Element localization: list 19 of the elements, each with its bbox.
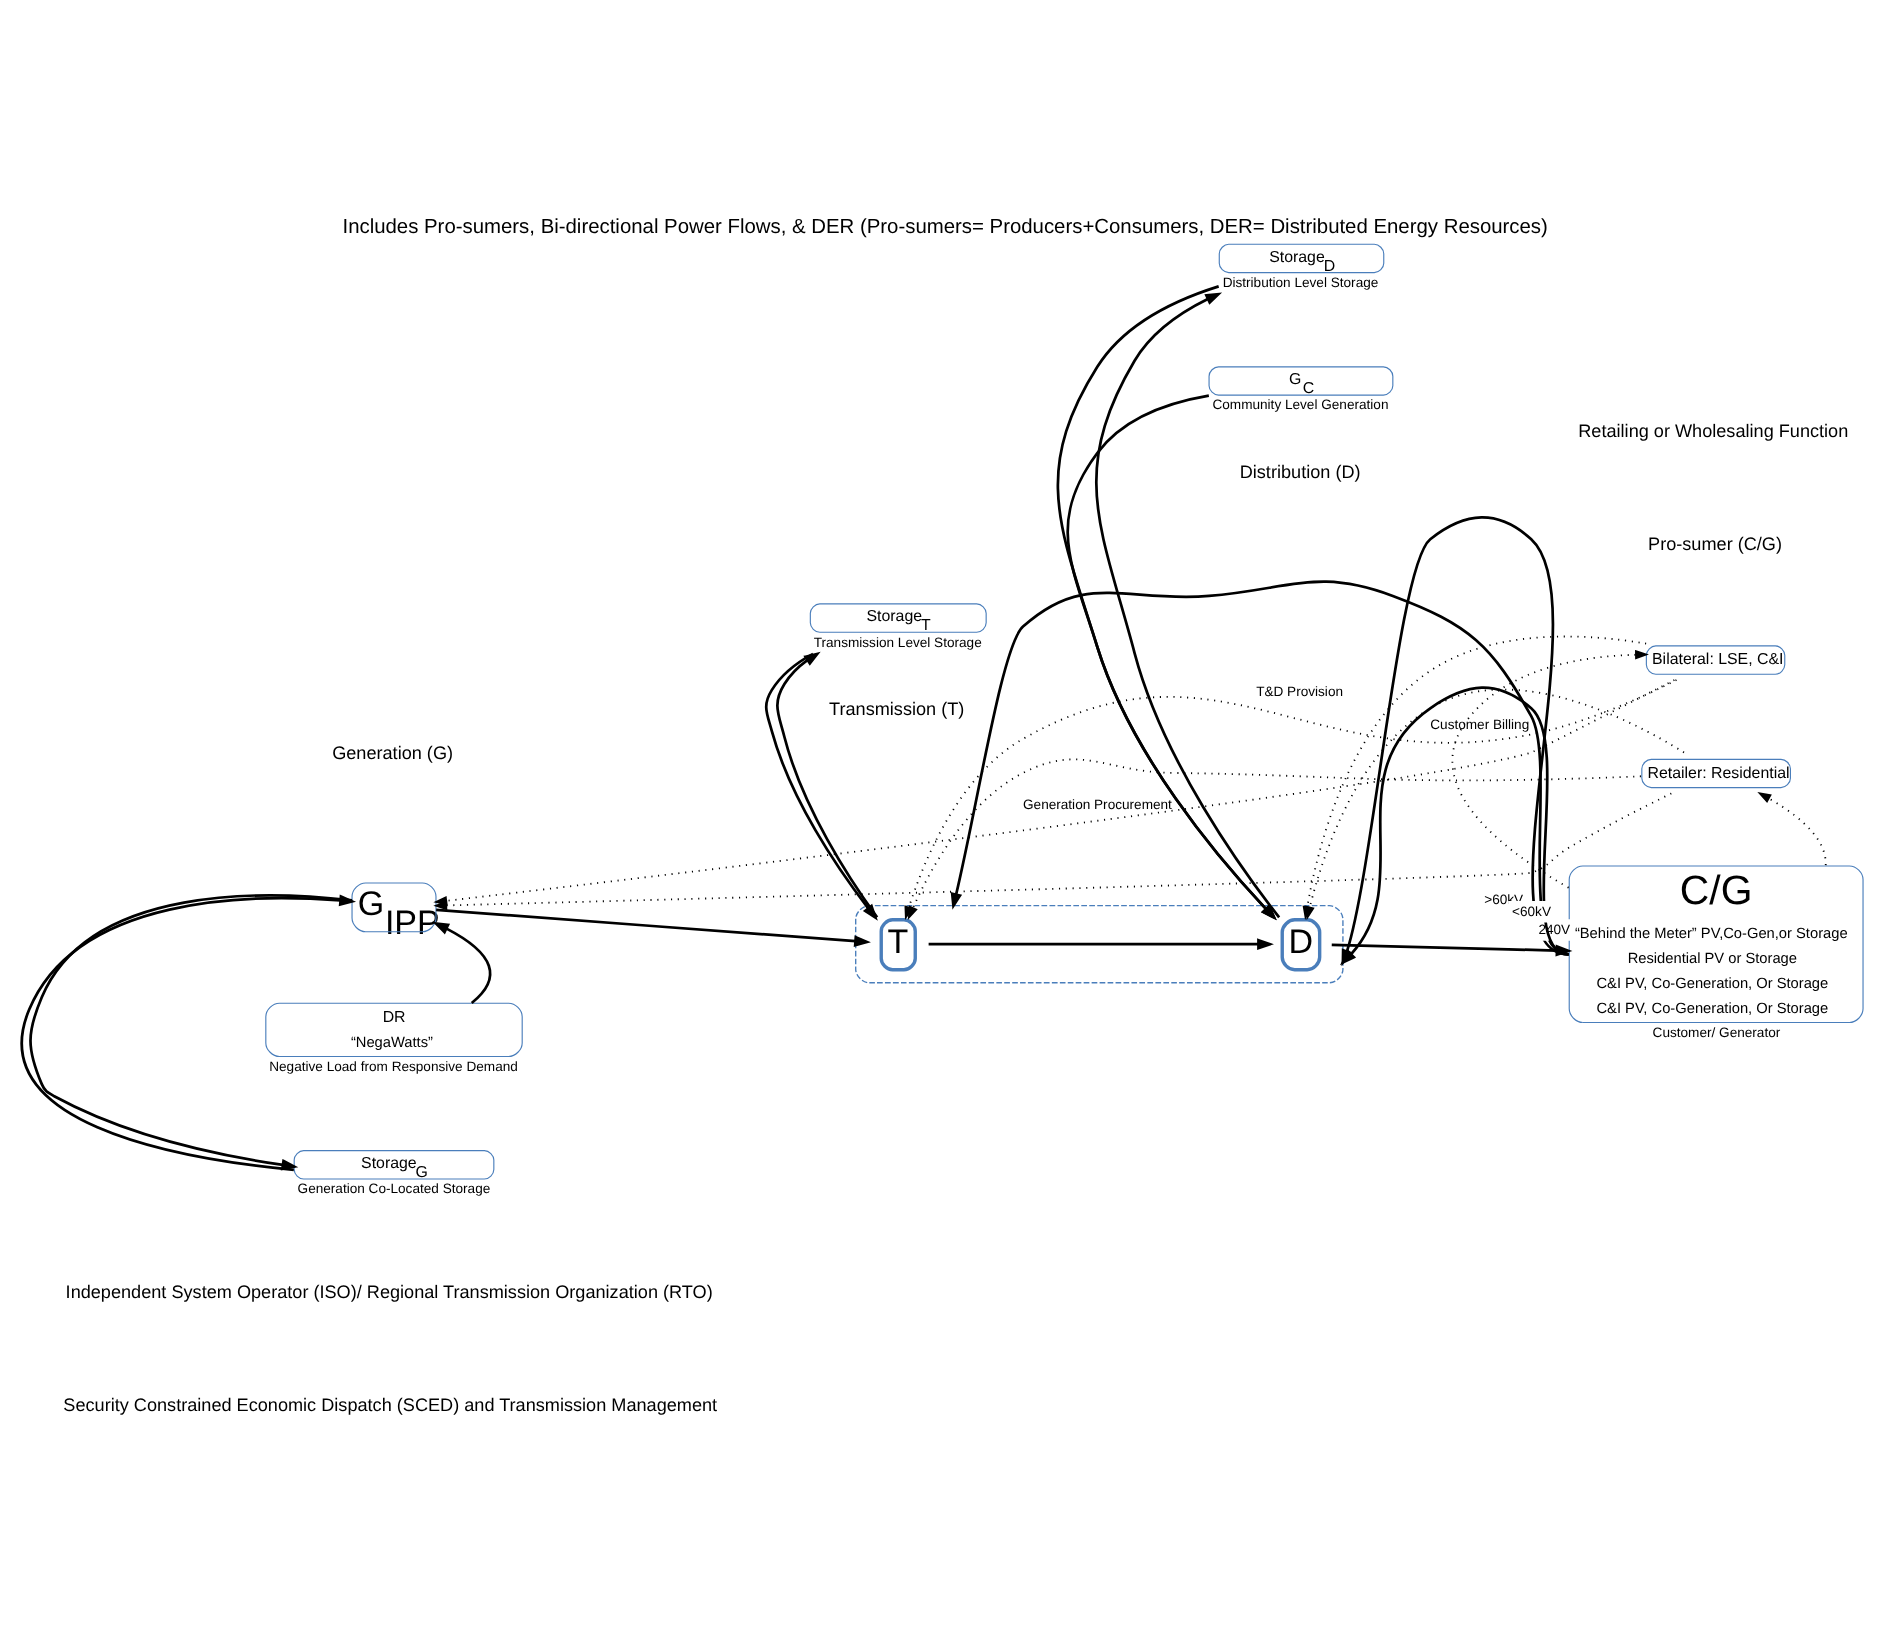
label: Distribution (D) [1239,461,1361,482]
arrow [432,921,492,1004]
arrow [1056,285,1277,921]
label: Independent System Operator (ISO)/ Regional Transmission Organization (RTO) [65,1281,713,1302]
arrow [1095,292,1281,919]
label: Security Constrained Economic Dispatch (SCED) and Transmission Management [63,1395,718,1416]
arrow [1451,649,1649,889]
label: Retailing or Wholesaling Function [1578,420,1849,441]
arrow [950,580,1570,956]
arrow [928,938,1274,951]
arrow [1757,792,1827,866]
label: Pro-sumer (C/G) [1648,534,1783,555]
label: Transmission (T) [829,698,965,719]
node-box: D [1280,918,1322,972]
diagram-title: Includes Pro-sumers, Bi-directional Power Flows, & DER (Pro-sumers= Producers+Consumers, DER= Distributed Energy Resources) [342,217,1548,240]
node-box: T [879,918,917,972]
label: Generation (G) [332,743,454,764]
arrow [1066,394,1277,921]
arrow [436,908,871,947]
